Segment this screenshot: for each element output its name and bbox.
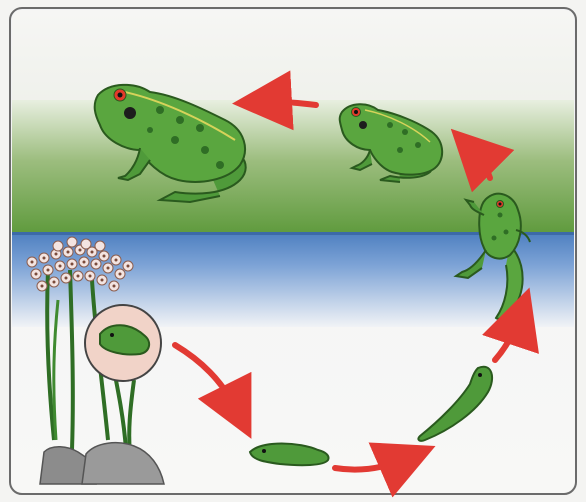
arrow-young-to-adult xyxy=(262,102,316,105)
embryo-closeup xyxy=(85,305,161,381)
